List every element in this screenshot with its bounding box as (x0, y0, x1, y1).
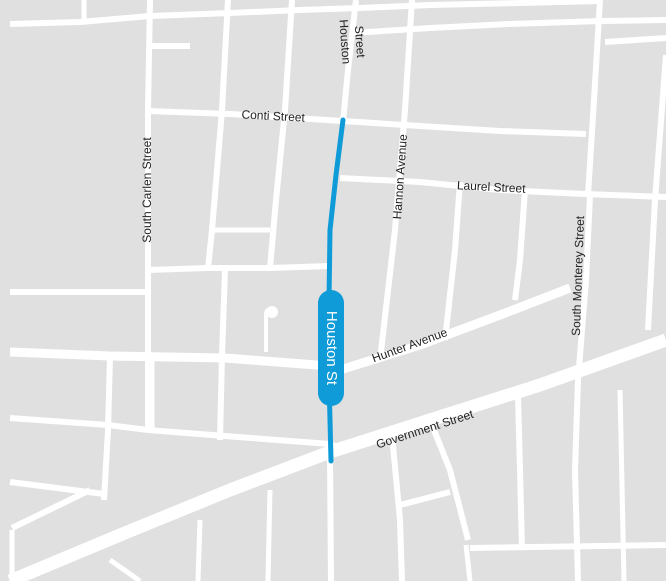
road-houston-north (340, 0, 359, 123)
road-ew-495 (399, 489, 451, 508)
road-ns-620 (617, 389, 627, 581)
road-far-east-hook (604, 35, 666, 45)
road-ns-290 (267, 0, 295, 269)
route-shield-background (318, 290, 344, 406)
road-top-north (9, 0, 601, 27)
road-conti (147, 108, 587, 137)
road-laurel (339, 175, 666, 200)
road-ew-578 (108, 557, 142, 581)
label-houston-street-line1: Houston (336, 19, 353, 65)
road-south-monterey (572, 194, 593, 581)
cul-de-sac-end (266, 306, 278, 318)
road-ew-548 (469, 542, 666, 551)
route-shield-label: Houston St (323, 311, 340, 386)
road-ns-270 (265, 489, 273, 581)
label-south-monterey-street: South Monterey Street (569, 215, 587, 336)
label-south-carlen-street: South Carlen Street (140, 137, 154, 243)
label-hannon-avenue: Hannon Avenue (390, 133, 410, 219)
road-ew-lower-left (10, 487, 92, 531)
road-ns-465 (463, 544, 473, 581)
road-ns-660 (645, 54, 666, 331)
road-ns-518 (515, 394, 525, 551)
road-ns-594 (585, 0, 603, 196)
label-houston-street-line2: Street (352, 25, 368, 59)
label-laurel-street: Laurel Street (457, 178, 527, 196)
road-hannon (377, 0, 415, 361)
road-ns-400 (389, 434, 405, 581)
road-ew-268 (147, 263, 331, 273)
road-ns-430 (427, 418, 471, 541)
road-ns-460 (442, 181, 463, 341)
road-ns-200 (195, 519, 203, 581)
label-conti-street: Conti Street (241, 107, 306, 124)
road-houston-south (327, 454, 334, 581)
road-ns-108 (101, 355, 113, 501)
road-ns-228 (205, 0, 231, 269)
route-shield[interactable]: Houston St (318, 290, 344, 406)
road-ns-525 (512, 189, 528, 301)
road-top-east (351, 17, 666, 36)
